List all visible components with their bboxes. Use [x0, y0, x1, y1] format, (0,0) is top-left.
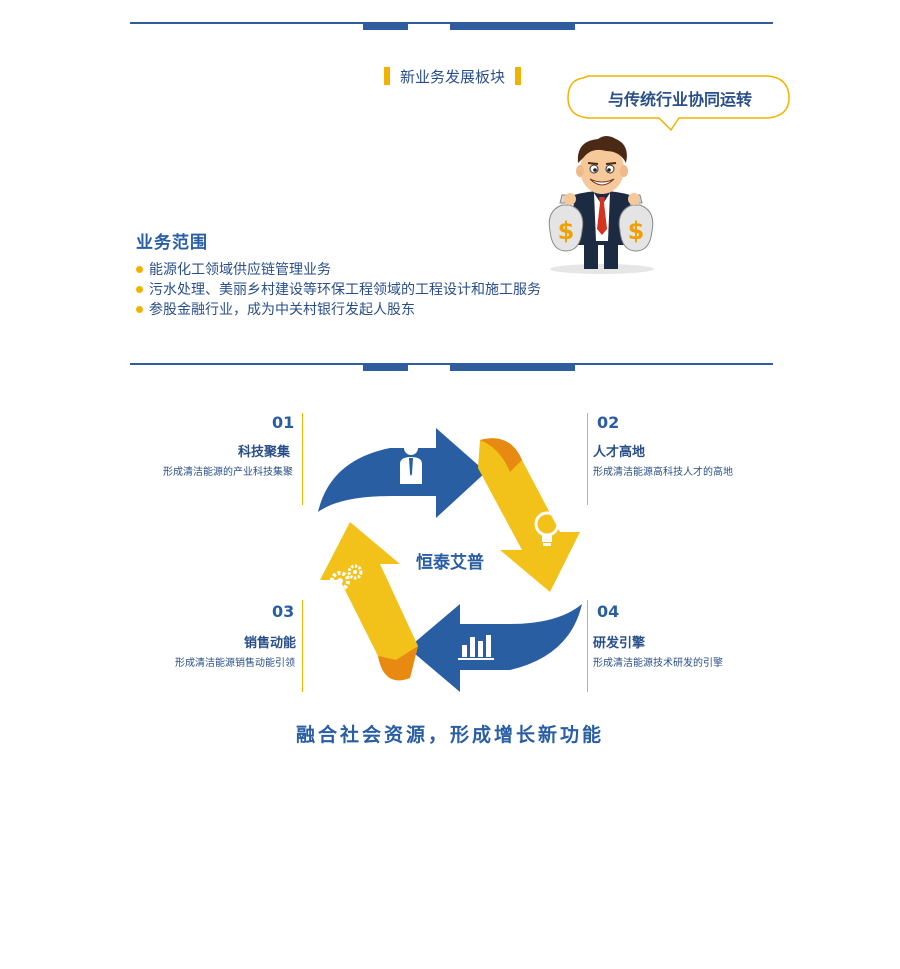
- feature-02-number: 02: [597, 413, 620, 432]
- business-scope-heading: 业务范围: [136, 233, 208, 253]
- speech-bubble: [567, 75, 790, 132]
- section-title-text: 新业务发展板块: [399, 67, 505, 86]
- feature-04-line: [587, 600, 588, 692]
- cartoon-businessman-icon: $ $: [548, 136, 654, 274]
- top-divider-tab-right: [450, 22, 575, 30]
- lightbulb-icon: [534, 511, 560, 546]
- gears-icon: [330, 564, 363, 591]
- arrow-right-fold: [480, 438, 522, 472]
- list-item-text: 能源化工领域供应链管理业务: [149, 262, 331, 278]
- feature-04-desc: 形成清洁能源技术研发的引擎: [593, 658, 723, 669]
- feature-03-desc: 形成清洁能源销售动能引领: [175, 658, 295, 669]
- feature-01-number: 01: [272, 413, 295, 432]
- feature-02-title: 人才高地: [593, 445, 646, 460]
- feature-03-title: 销售动能: [244, 636, 297, 651]
- list-item-text: 参股金融行业，成为中关村银行发起人股东: [149, 302, 415, 318]
- arrow-right: [478, 438, 580, 592]
- title-bar-left: [383, 67, 390, 85]
- list-item: 能源化工领域供应链管理业务: [136, 259, 541, 279]
- bullet-dot-icon: [136, 265, 143, 273]
- feature-02-line: [587, 413, 588, 505]
- feature-03-line: [302, 600, 303, 692]
- arrow-left-fold: [378, 646, 418, 681]
- bullet-dot-icon: [136, 305, 143, 313]
- arrow-left: [320, 522, 418, 681]
- feature-04-number: 04: [597, 602, 620, 621]
- middle-divider-tab-right: [450, 363, 575, 371]
- person-icon: [400, 441, 422, 484]
- bullet-dot-icon: [136, 285, 143, 293]
- top-divider-tab-left: [363, 22, 408, 30]
- svg-text:$: $: [628, 217, 645, 245]
- section-title: 新业务发展板块: [380, 64, 525, 88]
- title-bar-right: [515, 67, 521, 85]
- business-scope-list: 能源化工领域供应链管理业务 污水处理、美丽乡村建设等环保工程领域的工程设计和施工…: [136, 259, 541, 319]
- middle-divider-tab-left: [363, 363, 408, 371]
- list-item: 污水处理、美丽乡村建设等环保工程领域的工程设计和施工服务: [136, 279, 541, 299]
- svg-text:$: $: [558, 217, 575, 245]
- list-item: 参股金融行业，成为中关村银行发起人股东: [136, 299, 541, 319]
- center-label: 恒泰艾普: [416, 553, 484, 573]
- arrow-bottom: [408, 604, 582, 692]
- speech-bubble-text: 与传统行业协同运转: [607, 90, 752, 109]
- tagline: 融合社会资源，形成增长新功能: [295, 724, 604, 746]
- feature-01-title: 科技聚集: [238, 445, 291, 460]
- feature-03-number: 03: [272, 602, 295, 621]
- list-item-text: 污水处理、美丽乡村建设等环保工程领域的工程设计和施工服务: [149, 282, 541, 298]
- bar-chart-icon: [458, 635, 494, 660]
- feature-02-desc: 形成清洁能源高科技人才的高地: [593, 467, 733, 478]
- feature-01-line: [302, 413, 303, 505]
- feature-04-title: 研发引擎: [593, 636, 646, 651]
- feature-01-desc: 形成清洁能源的产业科技集聚: [163, 467, 293, 478]
